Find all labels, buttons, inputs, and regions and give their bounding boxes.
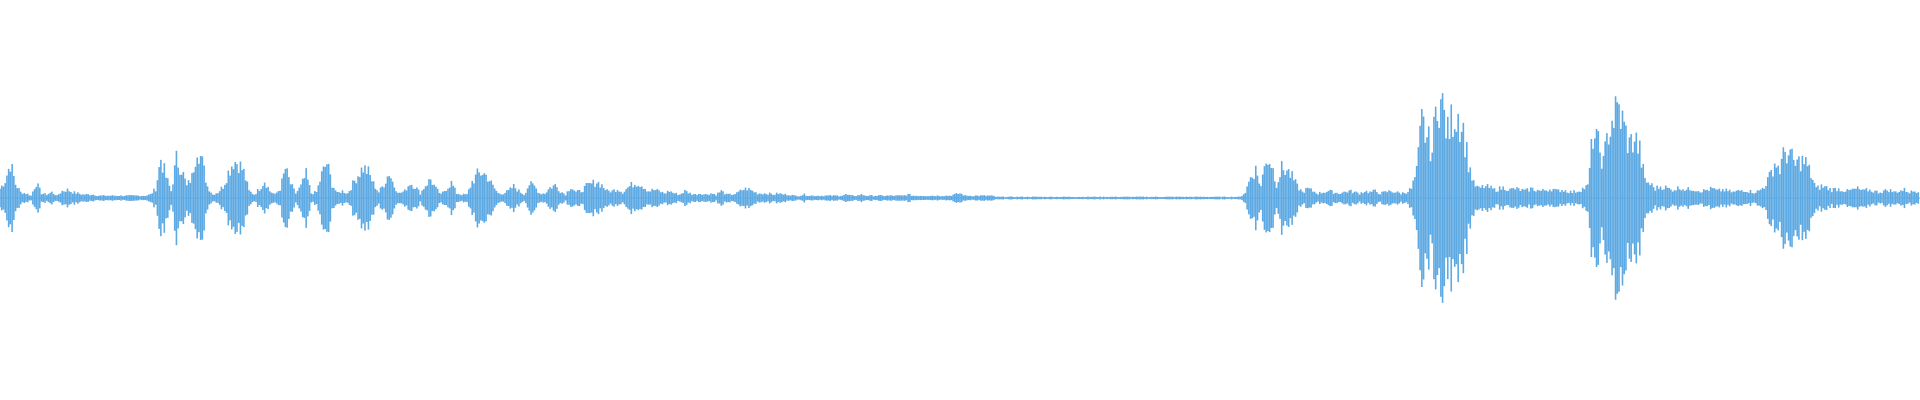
waveform-bars <box>0 93 1920 303</box>
